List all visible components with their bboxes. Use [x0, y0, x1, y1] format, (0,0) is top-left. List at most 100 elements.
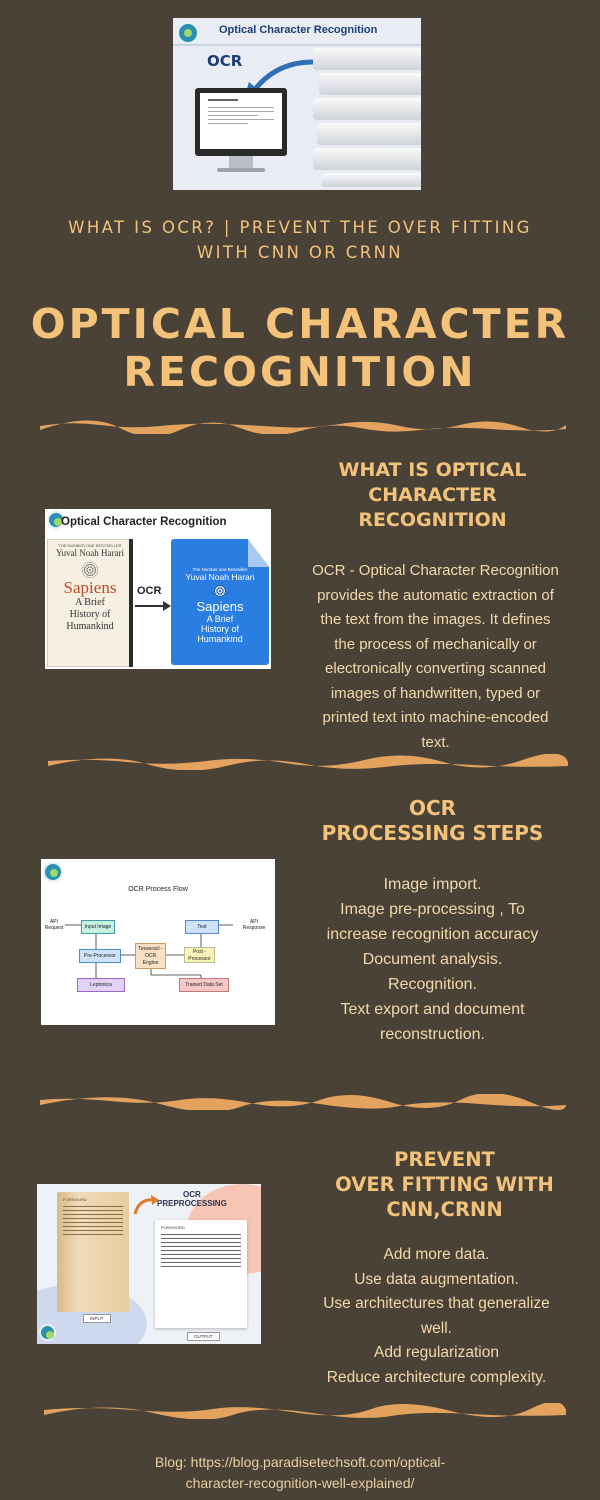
- hero-image-title: Optical Character Recognition: [219, 24, 378, 36]
- section-1-body-line: printed text into machine-encoded: [322, 709, 549, 726]
- main-title: OPTICAL CHARACTER RECOGNITION: [0, 300, 600, 396]
- section-1-heading: WHAT IS OPTICAL CHARACTER RECOGNITION: [290, 458, 575, 533]
- section-1-body: OCR - Optical Character Recognition prov…: [283, 559, 588, 755]
- section-3-body: Add more data. Use data augmentation. Us…: [293, 1243, 580, 1390]
- section-1-body-line: the process of mechanically or: [334, 635, 537, 653]
- blog-link[interactable]: Blog: https://blog.paradisetechsoft.com/…: [0, 1452, 600, 1494]
- ocr-arrow-label: OCR: [137, 585, 162, 597]
- section-3-body-line: Add regularization: [374, 1344, 499, 1361]
- book-line-2: History of: [69, 609, 111, 620]
- section-2-heading: OCR PROCESSING STEPS: [290, 796, 575, 846]
- section-2-body-line: Text export and document: [340, 1001, 525, 1018]
- output-label: OUTPUT: [187, 1332, 220, 1341]
- preprocessing-title: OCR PREPROCESSING: [157, 1190, 227, 1208]
- doc-line-1: A Brief: [206, 614, 234, 624]
- ocr-process-flow-image: OCR Process Flow API Request Input Image…: [41, 859, 275, 1025]
- blog-link-line-2[interactable]: character-recognition-well-explained/: [185, 1475, 415, 1491]
- input-image-box: Input Image: [81, 920, 115, 934]
- api-request-label: API Request: [44, 919, 64, 931]
- input-page-heading: FOREWORD: [63, 1197, 87, 1202]
- brand-logo-icon: [43, 862, 63, 882]
- section-3-body-line: Use architectures that generalize: [323, 1295, 550, 1312]
- section-1-body-line: electronically converting scanned: [325, 660, 546, 677]
- tagline-line-2: WITH CNN OR CRNN: [196, 243, 404, 262]
- section-3-heading: PREVENT OVER FITTING WITH CNN,CRNN: [302, 1147, 587, 1222]
- trained-data-box: Trained Data Set: [179, 978, 229, 992]
- divider: [40, 1094, 566, 1110]
- section-1-heading-line: WHAT IS OPTICAL: [338, 459, 527, 481]
- monitor-icon: [195, 88, 287, 156]
- main-title-line-1: OPTICAL CHARACTER: [30, 300, 570, 348]
- section-1-body-line: OCR - Optical Character Recognition: [312, 562, 559, 579]
- monitor-stand: [229, 156, 253, 168]
- doc-subtitle: The Number one Bestseller: [192, 567, 248, 572]
- monitor-base: [217, 168, 265, 172]
- output-page: FOREWORD: [155, 1220, 247, 1328]
- section-3-heading-line: PREVENT: [394, 1148, 495, 1171]
- brand-logo-icon: [177, 22, 199, 44]
- brand-logo-icon: [47, 511, 65, 529]
- book-title: Sapiens: [63, 578, 117, 597]
- section-1-body-line: text.: [421, 733, 450, 751]
- section-3-body-line: Reduce architecture complexity.: [326, 1368, 547, 1386]
- section-2-heading-line: OCR: [408, 796, 457, 820]
- divider: [40, 420, 566, 434]
- section-1-body-line: images of handwritten, typed or: [330, 684, 541, 702]
- fingerprint-icon: [214, 585, 226, 597]
- leptonica-box: Leptonica: [77, 978, 125, 992]
- ocr-example-image: Optical Character Recognition THE NUMBER…: [45, 509, 271, 669]
- input-label: INPUT: [83, 1314, 111, 1323]
- divider: [44, 1403, 566, 1419]
- section-2-heading-line: PROCESSING STEPS: [321, 821, 544, 845]
- doc-author: Yuval Noah Harari: [185, 572, 255, 582]
- flow-title: OCR Process Flow: [128, 886, 188, 893]
- binder-stack-icon: [313, 48, 421, 190]
- section-1-heading-line: RECOGNITION: [358, 509, 507, 531]
- section-2-body: Image import. Image pre-processing , To …: [290, 872, 575, 1047]
- input-page: FOREWORD: [57, 1192, 129, 1312]
- section-2-body-line: Document analysis.: [362, 951, 503, 968]
- doc-line-3: Humankind: [197, 634, 243, 644]
- tagline-line-1: WHAT IS OCR? | PREVENT THE OVER FITTING: [68, 218, 532, 237]
- section-1-heading-line: CHARACTER: [368, 484, 497, 506]
- section-3-heading-line: CNN,CRNN: [386, 1198, 503, 1221]
- section-1-body-line: provides the automatic extraction of: [317, 586, 554, 604]
- api-response-label: API Response: [242, 919, 266, 931]
- tagline: WHAT IS OCR? | PREVENT THE OVER FITTING …: [0, 215, 600, 265]
- doc-line-2: History of: [200, 624, 239, 634]
- section-2-body-line: Image pre-processing , To: [340, 901, 525, 918]
- hero-image: Optical Character Recognition OCR: [173, 18, 421, 190]
- section-2-body-line: Recognition.: [388, 976, 477, 993]
- doc-title: Sapiens: [196, 599, 244, 614]
- book-cover: THE NUMBER ONE BESTSELLER Yuval Noah Har…: [47, 539, 133, 667]
- ocr-preprocessing-image: OCR PREPROCESSING FOREWORD INPUT FOREWOR…: [37, 1184, 261, 1344]
- curved-arrow-icon: [133, 1195, 159, 1215]
- pre-processor-box: Pre-Processor: [79, 949, 121, 963]
- book-author: Yuval Noah Harari: [56, 548, 124, 558]
- blog-link-line-1[interactable]: Blog: https://blog.paradisetechsoft.com/…: [154, 1454, 446, 1470]
- section-3-body-line: Add more data.: [383, 1246, 490, 1263]
- text-box: Text: [185, 920, 219, 934]
- divider: [48, 754, 568, 770]
- book-line-3: Humankind: [66, 621, 114, 632]
- flow-connectors: [65, 924, 233, 978]
- section-2-body-line: increase recognition accuracy: [326, 926, 539, 943]
- example-image-title: Optical Character Recognition: [61, 516, 227, 528]
- section-2-body-line: reconstruction.: [380, 1026, 485, 1043]
- right-arrow-icon: [135, 601, 171, 611]
- section-3-body-line: well.: [420, 1319, 452, 1337]
- section-2-body-line: Image import.: [383, 876, 482, 893]
- main-title-line-2: RECOGNITION: [123, 348, 477, 396]
- document-file-icon: The Number one Bestseller Yuval Noah Har…: [171, 539, 269, 665]
- section-1-body-line: the text from the images. It defines: [320, 611, 551, 628]
- section-3-heading-line: OVER FITTING WITH: [335, 1173, 554, 1196]
- post-processor-box: Post - Processor: [184, 947, 215, 963]
- engine-box: Tesseract - OCR Engine: [135, 943, 166, 969]
- output-page-heading: FOREWORD: [161, 1225, 185, 1230]
- hero-title-underline: [173, 44, 421, 46]
- hero-ocr-label: OCR: [207, 52, 243, 70]
- section-3-body-line: Use data augmentation.: [354, 1270, 519, 1288]
- book-line-1: A Brief: [75, 597, 105, 608]
- book-subtitle: THE NUMBER ONE BESTSELLER: [58, 543, 122, 548]
- brand-logo-icon: [39, 1324, 56, 1341]
